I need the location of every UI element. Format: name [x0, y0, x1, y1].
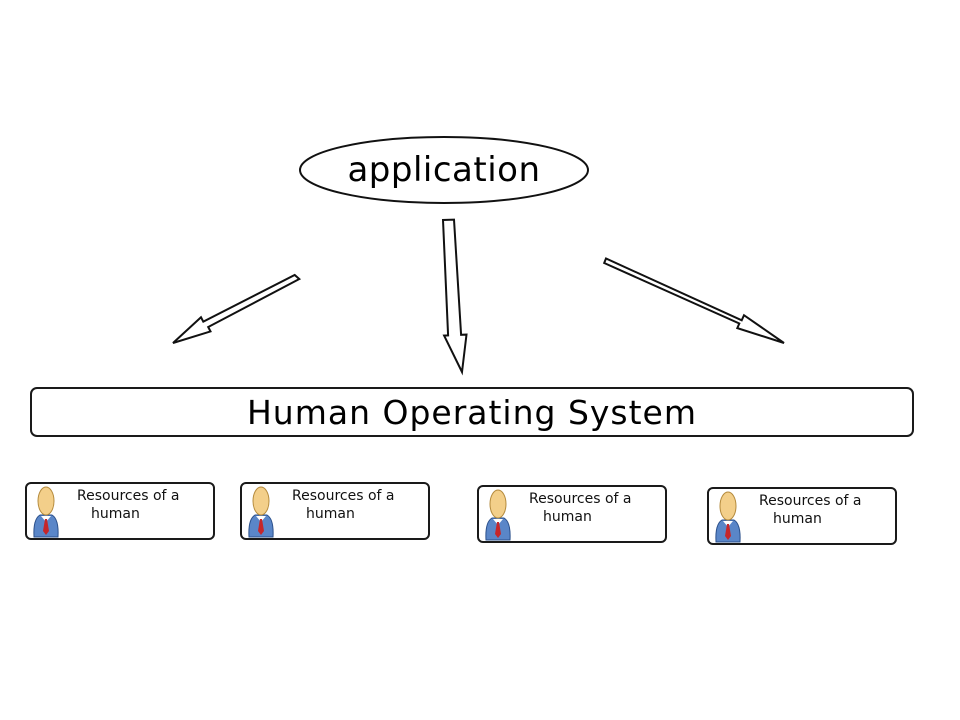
- application-label: application: [347, 150, 541, 190]
- arrow-right-icon: [602, 257, 785, 344]
- person-icon: [248, 486, 274, 538]
- person-icon: [485, 489, 511, 541]
- resource-line1: Resources of a: [759, 493, 862, 509]
- person-icon: [33, 486, 59, 538]
- resource-line2: human: [773, 511, 822, 527]
- arrow-left-icon: [172, 273, 302, 344]
- resource-line1: Resources of a: [529, 491, 632, 507]
- resource-line1: Resources of a: [77, 488, 180, 504]
- resource-box-2: Resources of a human: [240, 482, 430, 540]
- resource-box-1: Resources of a human: [25, 482, 215, 540]
- application-ellipse: [299, 136, 589, 204]
- human-os-label: Human Operating System: [246, 392, 698, 432]
- resource-line2: human: [91, 506, 140, 522]
- arrow-center-icon: [441, 218, 468, 376]
- resource-line2: human: [543, 509, 592, 525]
- resource-line2: human: [306, 506, 355, 522]
- resource-line1: Resources of a: [292, 488, 395, 504]
- resource-box-3: Resources of a human: [477, 485, 667, 543]
- resource-box-4: Resources of a human: [707, 487, 897, 545]
- human-os-box: Human Operating System: [30, 387, 914, 437]
- person-icon: [715, 491, 741, 543]
